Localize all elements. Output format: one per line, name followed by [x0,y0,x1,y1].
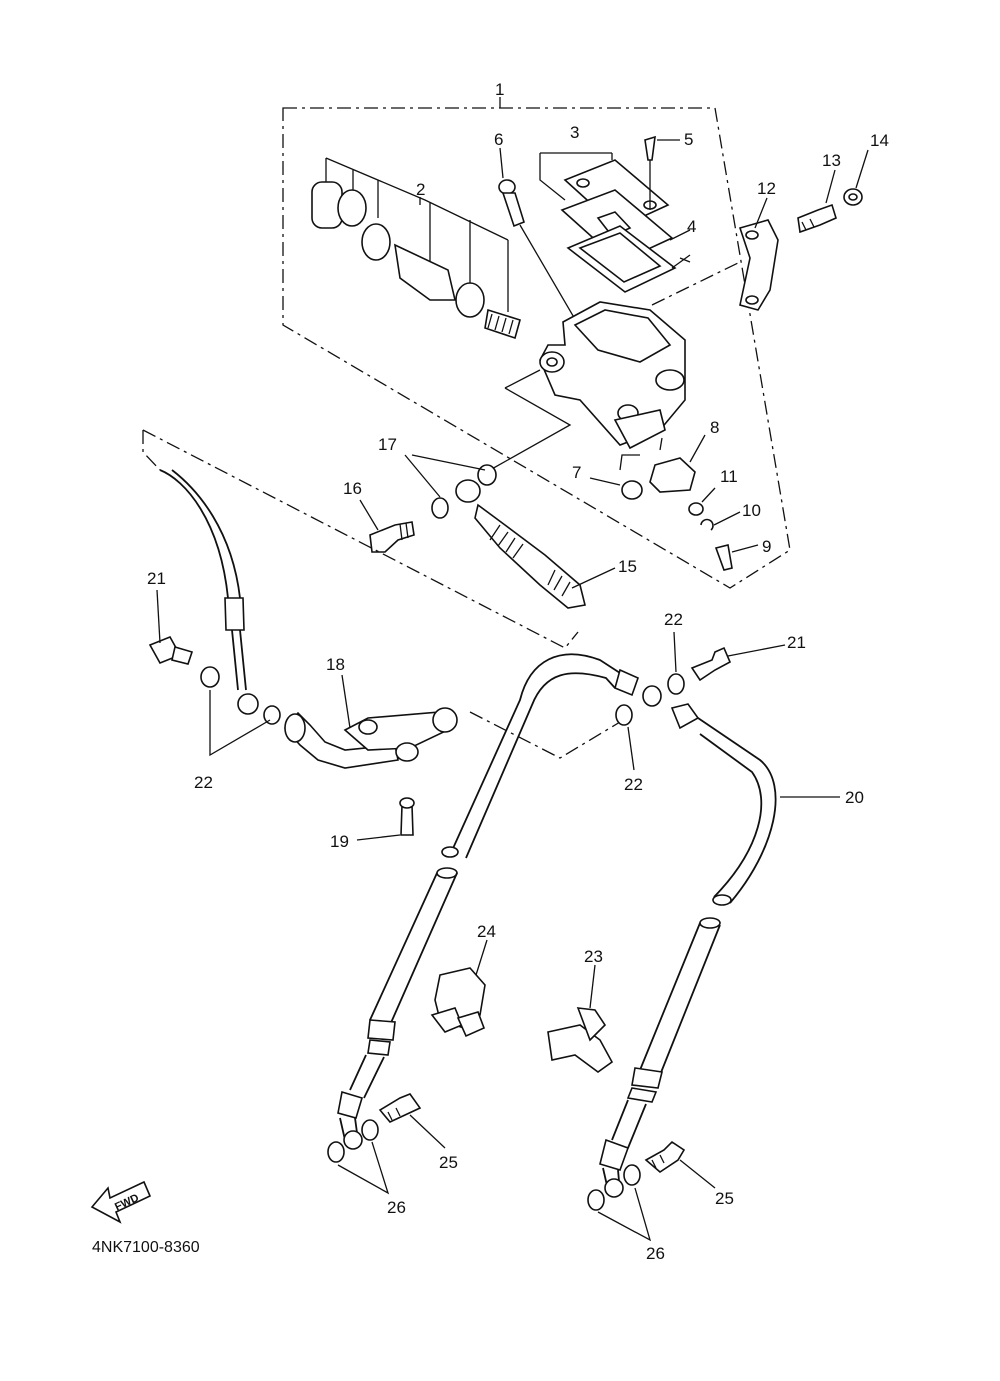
callout-26-left: 26 [387,1198,406,1217]
callout-labels: 1 2 3 4 5 6 7 8 9 10 11 12 13 14 15 16 1… [147,80,889,1263]
callout-22-top-right: 22 [664,610,683,629]
hose-clamps [430,967,614,1073]
callout-20: 20 [845,788,864,807]
lower-left-hose [327,867,458,1195]
callout-14: 14 [870,131,889,150]
piston-kit [311,157,521,340]
callout-2: 2 [416,180,425,199]
assembly-boundary [282,107,791,589]
callout-15: 15 [618,557,637,576]
brake-switch-group [619,437,733,571]
union-bolt-group [369,454,586,609]
master-cylinder-body [489,301,686,471]
callout-16: 16 [343,479,362,498]
brake-pipe-joint [283,707,458,841]
callout-13: 13 [822,151,841,170]
callout-24: 24 [477,922,496,941]
callout-4: 4 [687,217,696,236]
callout-23: 23 [584,947,603,966]
callout-6: 6 [494,130,503,149]
handlebar-clamp [651,188,863,311]
banjo-bolts-25 [378,1093,716,1189]
callout-leaders [156,147,869,1009]
copper-washers-22 [200,666,685,757]
upper-left-hose [159,469,259,715]
callout-11: 11 [720,467,738,486]
callout-7: 7 [572,463,581,482]
reservoir-cap-group [539,135,691,293]
callout-21-left: 21 [147,569,166,588]
banjo-bolts-21 [148,635,732,682]
callout-12: 12 [757,179,776,198]
callout-22-left: 22 [194,773,213,792]
diagram-part-code: 4NK7100-8360 [92,1239,200,1256]
pipe-routing-line [469,711,621,759]
main-brake-hose [441,653,840,906]
callout-18: 18 [326,655,345,674]
callout-25-right: 25 [715,1189,734,1208]
callout-17: 17 [378,435,397,454]
callout-26-right: 26 [646,1244,665,1263]
callout-22-right: 22 [624,775,643,794]
callout-21-right: 21 [787,633,806,652]
forward-direction-arrow: FWD [90,1180,152,1224]
callout-19: 19 [330,832,349,851]
callout-10: 10 [742,501,761,520]
callout-25-left: 25 [439,1153,458,1172]
callout-3: 3 [570,123,579,142]
hose-routing-line [142,429,579,649]
callout-1: 1 [495,80,504,99]
lower-right-hose [587,917,721,1242]
callout-5: 5 [684,130,693,149]
callout-8: 8 [710,418,719,437]
callout-9: 9 [762,537,771,556]
